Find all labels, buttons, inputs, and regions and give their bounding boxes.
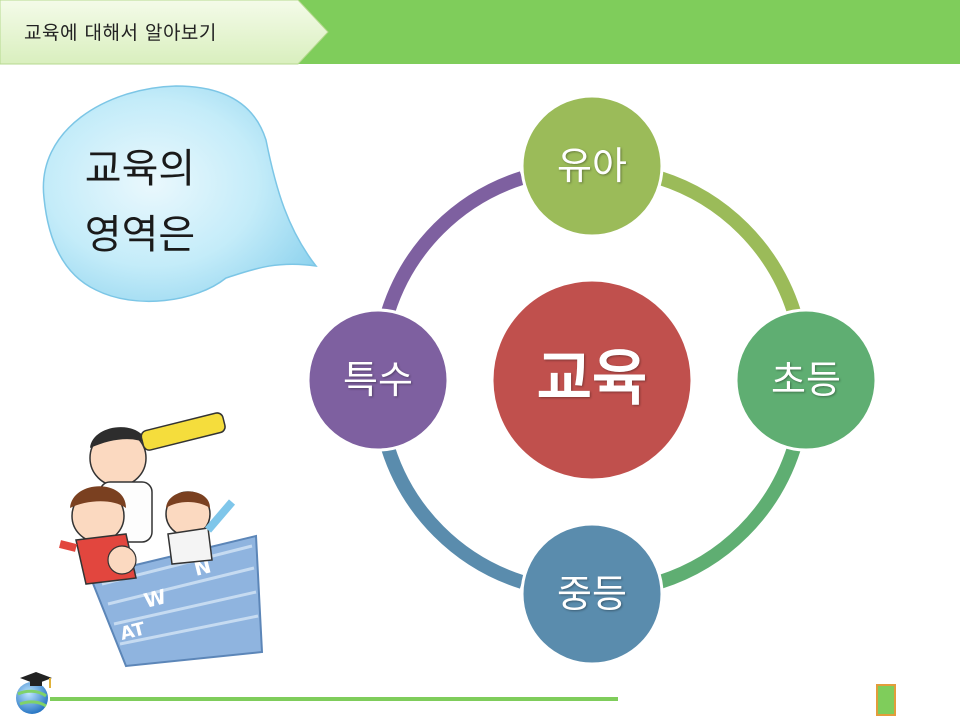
arc-top-right [657, 171, 801, 315]
family-telescope-illustration: W N AT [56, 408, 276, 668]
globe-graduation-cap-logo [10, 664, 58, 716]
node-label-early: 유아 [557, 144, 627, 188]
arc-bottom-left [381, 445, 525, 589]
node-circle-early [520, 94, 664, 238]
speech-bubble [26, 80, 326, 320]
page-marker [876, 684, 896, 716]
arc-bottom-right [657, 445, 801, 589]
node-circle-special [306, 308, 450, 452]
node-label-elementary: 초등 [771, 358, 841, 402]
center-label: 교육 [536, 344, 648, 414]
node-label-secondary: 중등 [557, 572, 627, 616]
bubble-text: 교육의 영역은 [30, 136, 250, 268]
node-label-special: 특수 [343, 358, 413, 402]
page-title: 교육에 대해서 알아보기 [24, 22, 217, 44]
bubble-line-2: 영역은 [84, 212, 196, 258]
cycle-svg [306, 94, 878, 666]
node-circle-elementary [734, 308, 878, 452]
education-cycle-diagram: 유아 초등 중등 특수 교육 [290, 80, 890, 680]
arc-top-left [381, 171, 525, 315]
footer-divider [50, 697, 618, 701]
center-circle [490, 278, 694, 482]
bubble-line-1: 교육의 [84, 146, 196, 192]
node-circle-secondary [520, 522, 664, 666]
title-tab: 교육에 대해서 알아보기 [0, 0, 330, 66]
